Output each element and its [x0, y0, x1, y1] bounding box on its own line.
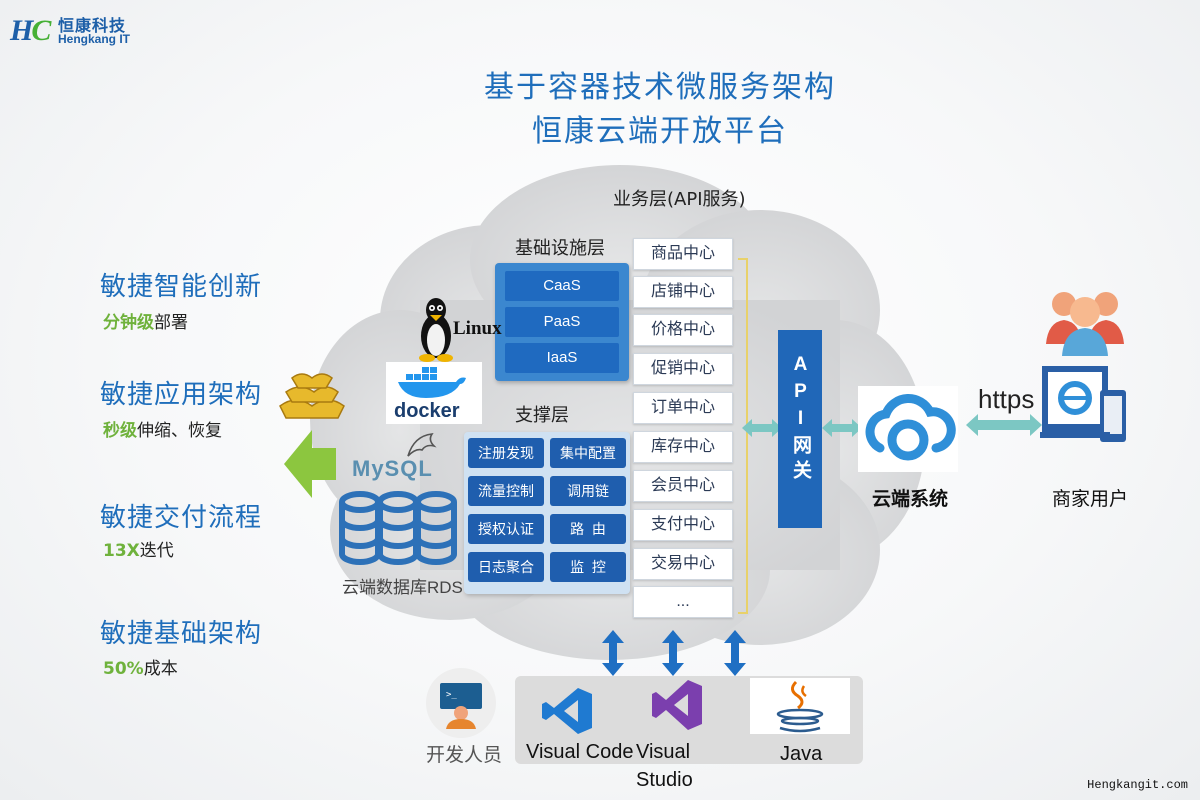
api-gateway-label: API网关 — [790, 354, 811, 485]
business-item: 促销中心 — [633, 353, 733, 385]
https-label: https — [978, 384, 1035, 414]
devices-ie-icon — [1040, 366, 1126, 442]
support-item: 监 控 — [550, 552, 626, 582]
api-gateway-box: API网关 — [778, 330, 822, 528]
business-item: 支付中心 — [633, 509, 733, 541]
advantage-sub: 分钟级部署 — [103, 308, 188, 333]
title-line-2: 恒康云端开放平台 — [532, 114, 788, 149]
linux-label: Linux — [453, 318, 502, 339]
business-item: 库存中心 — [633, 431, 733, 463]
advantage-title: 敏捷交付流程 — [100, 503, 263, 533]
advantage-highlight: 秒级 — [103, 421, 137, 441]
developer-label: 开发人员 — [426, 745, 503, 766]
support-item: 调用链 — [550, 476, 626, 506]
advantage-sub: 50%成本 — [103, 654, 178, 679]
advantage-rest: 部署 — [154, 313, 188, 333]
support-item: 路 由 — [550, 514, 626, 544]
advantage-sub: 13X迭代 — [103, 536, 174, 561]
business-item: 订单中心 — [633, 392, 733, 424]
docker-whale-icon — [398, 367, 466, 398]
linux-penguin-icon — [419, 298, 453, 362]
support-item: 流量控制 — [468, 476, 544, 506]
database-icon — [339, 491, 457, 565]
support-item: 集中配置 — [550, 438, 626, 468]
infra-item-caas: CaaS — [505, 271, 619, 301]
double-arrow-icon — [966, 414, 1042, 436]
infra-item-paas: PaaS — [505, 307, 619, 337]
advantage-highlight: 分钟级 — [103, 313, 154, 333]
docker-label: docker — [394, 400, 460, 422]
java-label: Java — [780, 743, 823, 765]
vertical-double-arrow-icon — [724, 630, 746, 676]
business-item: 价格中心 — [633, 314, 733, 346]
green-left-arrow-icon — [284, 430, 336, 498]
double-arrow-icon — [742, 419, 782, 437]
cloud-system-logo — [858, 386, 958, 472]
company-logo: HC 恒康科技 Hengkang IT — [10, 10, 180, 50]
logo-name-cn: 恒康科技 — [58, 18, 127, 35]
gold-ingots-icon — [279, 373, 345, 419]
business-item: ... — [633, 586, 733, 618]
rds-label: 云端数据库RDS — [342, 578, 463, 597]
business-layer-label: 业务层(API服务) — [613, 189, 746, 210]
java-logo — [750, 678, 850, 734]
infra-item-iaas: IaaS — [505, 343, 619, 373]
advantage-title: 敏捷基础架构 — [100, 619, 263, 649]
visual-studio-icon — [652, 680, 702, 730]
vscode-label: Visual Code — [526, 741, 634, 763]
footer-url: Hengkangit.com — [1087, 778, 1188, 792]
mysql-label: MySQL — [352, 456, 433, 481]
visual-studio-label-2: Studio — [636, 769, 693, 791]
business-bracket — [738, 258, 748, 614]
advantage-highlight: 13X — [103, 541, 140, 561]
business-item: 商品中心 — [633, 238, 733, 270]
cloud-system-label: 云端系统 — [872, 489, 949, 510]
advantage-title: 敏捷应用架构 — [100, 380, 263, 410]
infra-layer-box: CaaS PaaS IaaS — [495, 263, 629, 381]
advantage-sub: 秒级伸缩、恢复 — [103, 416, 222, 441]
cloud-system-icon — [865, 394, 956, 461]
business-item: 店铺中心 — [633, 276, 733, 308]
merchant-users-label: 商家用户 — [1052, 489, 1129, 510]
java-cup-icon — [776, 680, 824, 733]
advantage-highlight: 50% — [103, 659, 144, 679]
docker-logo: docker — [386, 362, 482, 424]
title-line-1: 基于容器技术微服务架构 — [484, 70, 836, 105]
advantage-rest: 迭代 — [139, 541, 174, 561]
advantage-rest: 伸缩、恢复 — [137, 421, 222, 441]
support-layer-label: 支撑层 — [515, 405, 569, 426]
infra-layer-label: 基础设施层 — [515, 238, 605, 259]
business-item: 交易中心 — [633, 548, 733, 580]
support-layer-box: 注册发现 集中配置 流量控制 调用链 授权认证 路 由 日志聚合 监 控 — [464, 432, 630, 594]
vscode-icon — [542, 688, 592, 734]
svg-text:>_: >_ — [446, 690, 457, 700]
support-item: 授权认证 — [468, 514, 544, 544]
logo-mark: HC — [10, 14, 51, 47]
users-group-icon — [1046, 292, 1124, 356]
double-arrow-icon — [822, 419, 862, 437]
business-item: 会员中心 — [633, 470, 733, 502]
vertical-double-arrow-icon — [662, 630, 684, 676]
advantage-title: 敏捷智能创新 — [100, 272, 263, 302]
logo-name-en: Hengkang IT — [58, 32, 131, 46]
mysql-dolphin-icon — [407, 433, 437, 457]
advantage-rest: 成本 — [143, 659, 178, 679]
support-item: 注册发现 — [468, 438, 544, 468]
vertical-double-arrow-icon — [602, 630, 624, 676]
developer-icon: >_ — [426, 668, 496, 738]
support-item: 日志聚合 — [468, 552, 544, 582]
visual-studio-label-1: Visual — [636, 741, 691, 763]
